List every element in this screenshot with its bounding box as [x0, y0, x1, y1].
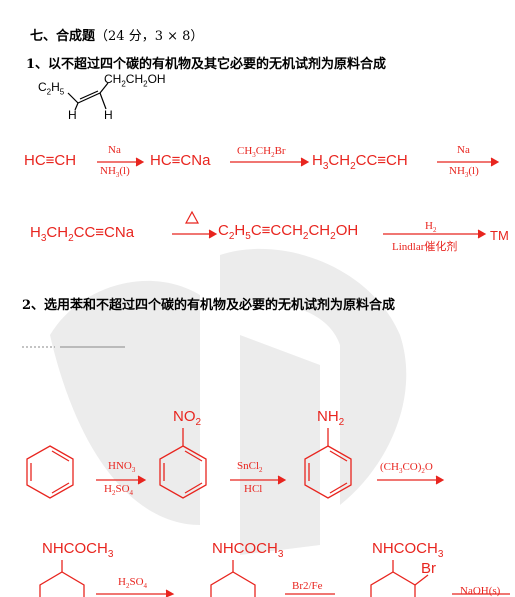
- question-2-heading: 2、选用苯和不超过四个碳的有机物及必要的无机试剂为原料合成: [22, 298, 396, 313]
- acetamido-1: NHCOCH3: [42, 540, 114, 560]
- acetamido-2: NHCOCH3: [212, 540, 284, 560]
- benzene-rings: [26, 428, 429, 597]
- nitro-group: NO2: [173, 408, 202, 428]
- sodium-butynide: H3CH2CC≡CNa: [30, 224, 135, 244]
- acetamido-3: NHCOCH3: [372, 540, 444, 560]
- cond-na-2: Na: [457, 144, 470, 156]
- cond-h2: H2: [425, 220, 437, 235]
- target-h2: H: [104, 108, 113, 122]
- cond-hno3: HNO3: [108, 460, 136, 475]
- target-tm: TM: [490, 228, 509, 243]
- reactant-acetylene: HC≡CH: [24, 152, 77, 169]
- cond-naoh: NaOH(s): [460, 585, 501, 597]
- cond-sncl2: SnCl2: [237, 460, 263, 475]
- alkynol: C2H5C≡CCH2CH2OH: [218, 222, 359, 242]
- cond-br2-fe: Br2/Fe: [292, 580, 323, 592]
- butyne: H3CH2CC≡CH: [312, 152, 408, 172]
- question-1-heading: 1、以不超过四个碳的有机物及其它必要的无机试剂为原料合成: [26, 57, 387, 72]
- cond-lindlar: Lindlar催化剂: [392, 241, 458, 253]
- target-right-group: CH2CH2OH: [104, 72, 166, 89]
- cond-nh3: NH3(l): [100, 165, 130, 180]
- target-h1: H: [68, 108, 77, 122]
- amino-group: NH2: [317, 408, 345, 428]
- cond-ethyl-bromide: CH3CH2Br: [237, 145, 286, 160]
- target-molecule-bonds: [67, 82, 109, 111]
- watermark-logo: [50, 248, 407, 555]
- cond-na: Na: [108, 144, 121, 156]
- section-title: 七、合成题（24 分，3 × 8）: [30, 29, 204, 44]
- cond-acetic-anhydride: (CH3CO)2O: [380, 461, 433, 476]
- cond-hcl: HCl: [244, 483, 263, 495]
- bromo-group: Br: [421, 560, 436, 577]
- sodium-acetylide: HC≡CNa: [150, 152, 211, 169]
- cond-nh3-2: NH3(l): [449, 165, 479, 180]
- target-left-group: C2H5: [38, 80, 65, 97]
- cond-h2so4-2: H2SO4: [118, 576, 148, 591]
- q2-arrows: [96, 475, 510, 597]
- cond-h2so4: H2SO4: [104, 483, 134, 498]
- row1-arrows: [97, 157, 500, 239]
